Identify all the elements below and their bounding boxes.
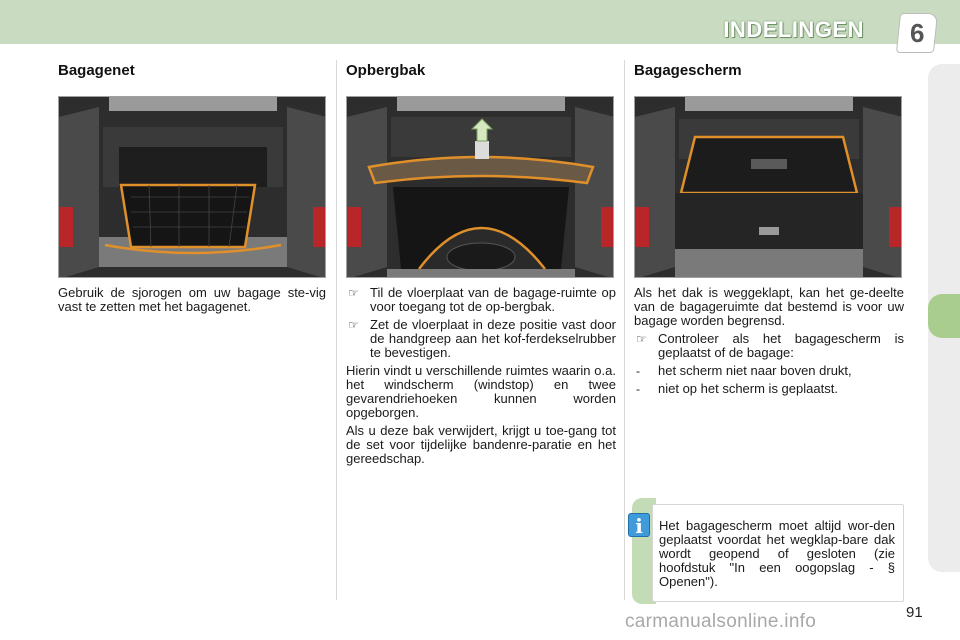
info-icon: i — [628, 513, 650, 538]
dash-text: het scherm niet naar boven drukt, — [658, 363, 852, 378]
dash-mark: - — [636, 382, 640, 396]
info-text: Het bagagescherm moet altijd wor-den gep… — [659, 518, 895, 589]
opbergbak-photo — [346, 96, 614, 278]
info-box: Het bagagescherm moet altijd wor-den gep… — [652, 504, 904, 602]
bullet-text: Zet de vloerplaat in deze positie vast d… — [370, 317, 616, 360]
opbergbak-paragraph: Als u deze bak verwijdert, krijgt u toe-… — [346, 423, 616, 466]
bullet-item: ☞ Controleer als het bagagescherm is gep… — [634, 332, 904, 360]
opbergbak-text: ☞ Til de vloerplaat van de bagage-ruimte… — [346, 286, 616, 470]
heading-bagagenet: Bagagenet — [58, 62, 135, 79]
heading-opbergbak: Opbergbak — [346, 62, 426, 79]
dash-text: niet op het scherm is geplaatst. — [658, 381, 838, 396]
bagagenet-paragraph: Gebruik de sjorogen om uw bagage ste-vig… — [58, 285, 326, 314]
bullet-text: Controleer als het bagagescherm is gepla… — [658, 331, 904, 360]
bullet-text: Til de vloerplaat van de bagage-ruimte o… — [370, 285, 616, 314]
bullet-item: ☞ Zet de vloerplaat in deze positie vast… — [346, 318, 616, 360]
bagagenet-photo — [58, 96, 326, 278]
column-divider — [336, 60, 337, 600]
pointing-hand-icon: ☞ — [348, 318, 359, 332]
bagagescherm-text: Als het dak is weggeklapt, kan het ge-de… — [634, 286, 904, 400]
dash-item: - het scherm niet naar boven drukt, — [634, 363, 904, 379]
bullet-item: ☞ Til de vloerplaat van de bagage-ruimte… — [346, 286, 616, 314]
watermark: carmanualsonline.info — [625, 611, 817, 632]
dash-mark: - — [636, 364, 640, 378]
opbergbak-paragraph: Hierin vindt u verschillende ruimtes waa… — [346, 363, 616, 420]
bagagescherm-photo — [634, 96, 902, 278]
page-number: 91 — [906, 604, 923, 621]
bagagenet-text: Gebruik de sjorogen om uw bagage ste-vig… — [58, 286, 326, 318]
dash-item: - niet op het scherm is geplaatst. — [634, 381, 904, 397]
chapter-tab: 6 — [895, 13, 939, 53]
side-chapter-marker[interactable] — [928, 294, 960, 338]
chapter-number: 6 — [909, 17, 925, 48]
bagagescherm-intro: Als het dak is weggeklapt, kan het ge-de… — [634, 285, 904, 328]
pointing-hand-icon: ☞ — [636, 332, 647, 346]
page-title: INDELINGEN — [723, 17, 864, 42]
pointing-hand-icon: ☞ — [348, 286, 359, 300]
heading-bagagescherm: Bagagescherm — [634, 62, 742, 79]
header-band — [0, 0, 960, 44]
column-divider — [624, 60, 625, 600]
